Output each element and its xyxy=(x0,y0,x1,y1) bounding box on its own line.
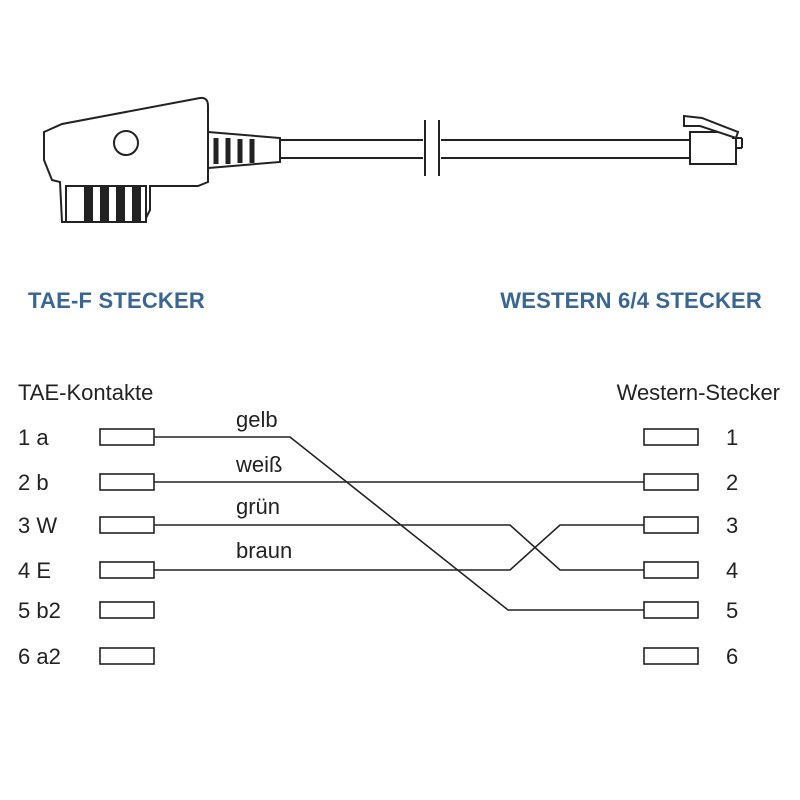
western-contact-pad xyxy=(643,428,699,446)
western-pin-label: 4 xyxy=(726,558,739,583)
western-pin-label: 1 xyxy=(726,425,739,450)
tae-pin-label: 6 a2 xyxy=(18,644,61,669)
western-plug xyxy=(683,114,743,165)
wire-label-gelb: gelb xyxy=(236,407,278,432)
tae-contact-pad xyxy=(99,516,155,534)
wire-gruen xyxy=(154,524,644,571)
tae-pin-label: 5 b2 xyxy=(18,598,61,623)
western-contact-pad xyxy=(643,473,699,491)
plug-hole xyxy=(113,130,139,156)
wire-braun xyxy=(154,524,644,571)
wire-label-weiss: weiß xyxy=(236,452,283,477)
western-contact-pad xyxy=(643,601,699,619)
tae-pin-label: 1 a xyxy=(18,425,49,450)
western-title: WESTERN 6/4 STECKER xyxy=(500,288,762,313)
western-pin-label: 5 xyxy=(726,598,739,623)
western-pin-label: 3 xyxy=(726,513,739,538)
tae-contact-pad xyxy=(99,428,155,446)
tae-f-plug xyxy=(43,96,281,223)
tae-f-title: TAE-F STECKER xyxy=(28,288,205,313)
tae-pin-label: 4 E xyxy=(18,558,52,583)
tae-contacts-header: TAE-Kontakte xyxy=(18,380,154,405)
tae-contact-pad xyxy=(99,601,155,619)
western-pin-label: 6 xyxy=(726,644,739,669)
tae-pin-label: 2 b xyxy=(18,470,49,495)
tae-pin-label: 3 W xyxy=(18,513,58,538)
tae-contact-pad xyxy=(99,647,155,665)
western-contact-pad xyxy=(643,516,699,534)
wire-label-braun: braun xyxy=(236,538,293,563)
tae-contact-pad xyxy=(99,473,155,491)
western-contact-pad xyxy=(643,647,699,665)
tae-contact-pad xyxy=(99,561,155,579)
wire-label-gruen: grün xyxy=(236,494,281,519)
western-contact-pad xyxy=(643,561,699,579)
western-pin-label: 2 xyxy=(726,470,739,495)
cable xyxy=(280,120,690,176)
cable-illustration xyxy=(43,96,743,223)
western-plug-header: Western-Stecker xyxy=(616,380,780,405)
wire-gelb xyxy=(154,436,644,611)
